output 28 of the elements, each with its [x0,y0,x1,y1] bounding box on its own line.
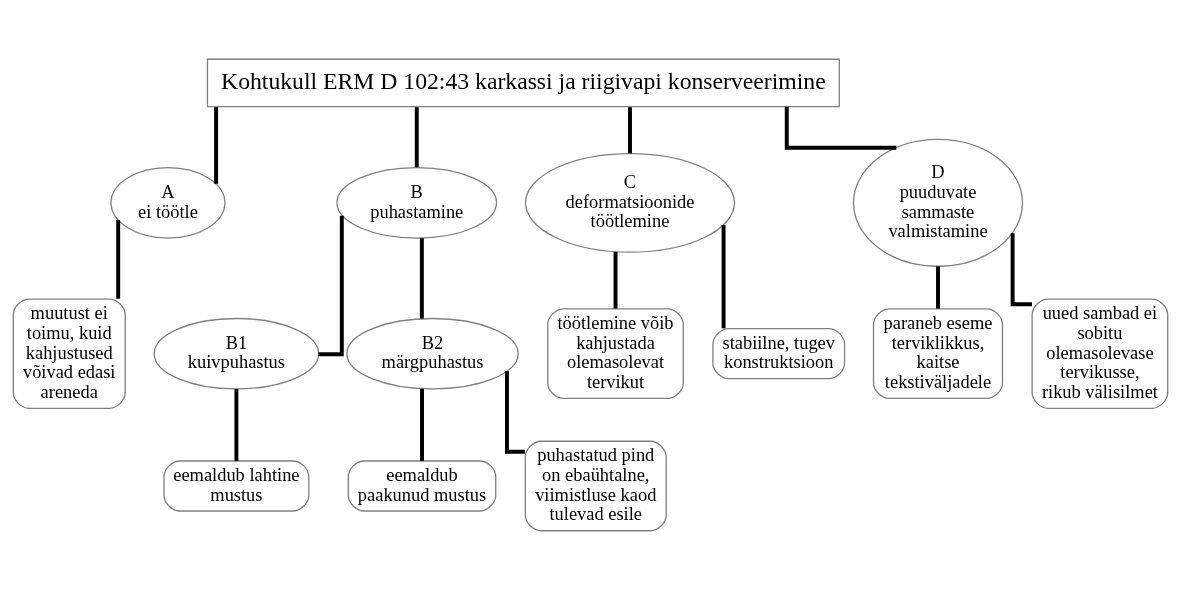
node-box: Kohtukull ERM D 102:43 karkassi ja riigivapi konserveerimine [206,58,840,107]
node-box: eemaldub lahtine mustus [163,459,310,512]
connector [784,106,897,150]
connector [613,251,618,309]
node-box: uued sambad ei sobitu olemasolevase tervikusse, rikub välisilmet [1031,297,1169,409]
node-ellipse: B puhastamine [336,166,498,239]
connector [234,388,239,461]
node-box: stabiilne, tugev konstruktsioon [712,327,846,379]
node-ellipse: B2 märgpuhastus [346,317,519,390]
connector [504,370,525,454]
connector [116,219,121,299]
node-ellipse: D puuduvate sammaste valmistamine [852,138,1024,267]
node-ellipse: A ei töötle [110,166,226,239]
connector [721,224,726,328]
connector [1010,232,1032,306]
node-box: muutust ei toimu, kuid kahjustused võivad edasi areneda [12,297,126,409]
node-ellipse: B1 kuivpuhastus [153,317,320,390]
connector [414,106,419,167]
node-box: eemaldub paakunud mustus [347,459,497,512]
connector [936,265,940,309]
connector [419,237,424,319]
node-box: puhastatud pind on ebaühtalne, viimistluse kaod tulevad esile [524,440,667,531]
node-box: töötlemine võib kahjustada olemasolevat tervikut [547,307,684,399]
node-box: paraneb eseme terviklikkus, kaitse tekstiväljadele [872,307,1004,399]
connector [420,388,424,461]
connector [214,106,219,184]
connector [628,106,632,153]
node-ellipse: C deformatsioonide töötlemine [524,152,736,253]
